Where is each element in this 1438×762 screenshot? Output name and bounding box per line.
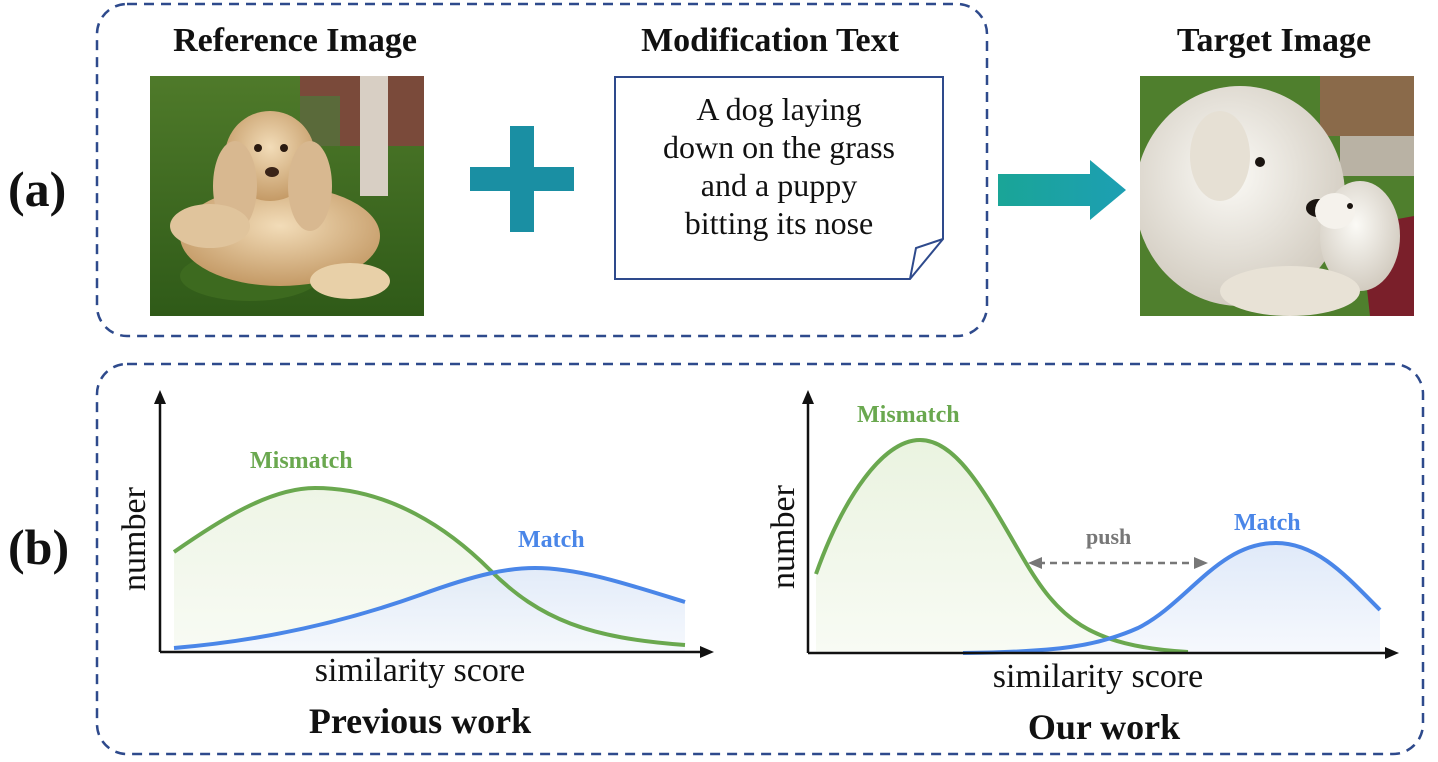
prev-mismatch-label: Mismatch [250,448,353,474]
previous-work-chart [154,390,714,658]
ours-y-label: number [765,485,802,589]
our-work-caption: Our work [1027,707,1181,747]
modification-line: bitting its nose [684,205,874,241]
prev-y-label: number [116,487,153,591]
ours-mismatch-label: Mismatch [857,402,960,428]
plus-icon [470,126,574,232]
target-image [1140,76,1414,316]
modification-line: down on the grass [663,129,895,165]
our-work-chart [802,390,1399,659]
ours-x-label: similarity score [992,658,1204,695]
modification-line: A dog laying [696,91,862,127]
match-area [174,568,685,652]
match-curve [962,540,1382,655]
modification-text-title: Modification Text [641,22,899,59]
push-arrow-left-head [1028,557,1042,569]
modification-note: A dog laying down on the grass and a pup… [614,76,944,280]
modification-line: and a puppy [700,167,858,203]
mismatch-curve [172,485,686,647]
prev-x-label: similarity score [314,652,526,689]
reference-image [150,76,424,316]
y-axis-arrow [802,390,814,404]
x-axis-arrow [1385,647,1399,659]
prev-match-label: Match [518,527,585,553]
reference-image-title: Reference Image [173,22,417,59]
match-area [963,543,1380,653]
push-label: push [1086,524,1132,549]
arrow-right-icon [998,160,1126,220]
ours-match-label: Match [1234,510,1301,536]
push-arrow-right-head [1194,557,1208,569]
y-axis-arrow [154,390,166,404]
previous-work-caption: Previous work [308,701,532,741]
mismatch-area [174,488,685,652]
x-axis-arrow [700,646,714,658]
panel-b-label: (b) [8,519,70,575]
match-curve [173,565,686,650]
modification-text: A dog laying down on the grass and a pup… [614,90,944,242]
panel-a-label: (a) [8,161,67,217]
mismatch-area [816,440,1188,653]
mismatch-curve [814,437,1189,654]
target-image-title: Target Image [1176,22,1372,59]
